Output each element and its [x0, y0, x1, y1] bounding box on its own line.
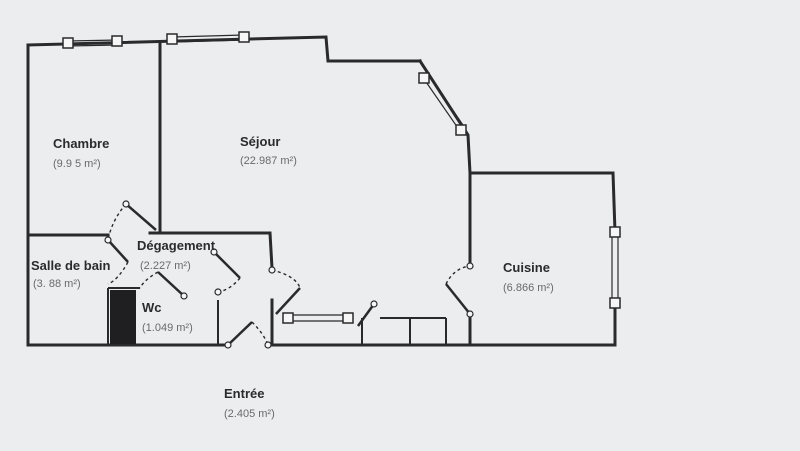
window-bottom-node-2	[342, 312, 354, 324]
label-degagement: Dégagement	[137, 238, 216, 253]
door-salle-de-bain	[104, 236, 129, 285]
door-cuisine	[445, 262, 474, 318]
area-degagement: (2.227 m²)	[140, 260, 191, 272]
window-cuisine-node-2	[609, 297, 621, 309]
label-wc: Wc	[142, 300, 162, 315]
area-salle-de-bain: (3. 88 m²)	[33, 278, 81, 290]
label-sejour: Séjour	[240, 134, 280, 149]
door-front	[224, 321, 272, 349]
window-diagonal-line-2	[428, 75, 466, 129]
door-degagement	[210, 248, 241, 296]
shower-block	[110, 290, 136, 344]
window-diagonal-node-2	[455, 124, 467, 136]
door-entree-sejour	[268, 266, 301, 315]
windows	[62, 31, 621, 324]
window-diagonal-node-1	[418, 72, 430, 84]
area-wc: (1.049 m²)	[142, 322, 193, 334]
window-chambre-line	[67, 39, 119, 42]
doors	[104, 200, 474, 349]
room-labels: Chambre (9.9 5 m²) Séjour (22.987 m²) Dé…	[31, 134, 554, 420]
area-chambre: (9.9 5 m²)	[53, 158, 101, 170]
window-chambre-node-2	[111, 35, 123, 47]
area-entree: (2.405 m²)	[224, 408, 275, 420]
label-salle-de-bain: Salle de bain	[31, 258, 111, 273]
window-cuisine-node-1	[609, 226, 621, 238]
wall-degagement-top	[148, 231, 274, 270]
window-bottom-node-1	[282, 312, 294, 324]
label-cuisine: Cuisine	[503, 260, 550, 275]
door-closet	[356, 300, 378, 327]
window-chambre-line-2	[67, 44, 119, 47]
area-cuisine: (6.866 m²)	[503, 282, 554, 294]
window-sejour-line-2	[171, 39, 245, 43]
label-entree: Entrée	[224, 386, 264, 401]
window-sejour-line	[171, 34, 245, 38]
window-diagonal-line	[423, 78, 461, 132]
label-chambre: Chambre	[53, 136, 109, 151]
window-sejour-node-2	[238, 31, 250, 43]
wall-cuisine-top	[468, 171, 617, 234]
window-sejour-node-1	[166, 33, 178, 45]
area-sejour: (22.987 m²)	[240, 155, 297, 167]
door-wc	[139, 271, 188, 300]
window-chambre-node-1	[62, 37, 74, 49]
